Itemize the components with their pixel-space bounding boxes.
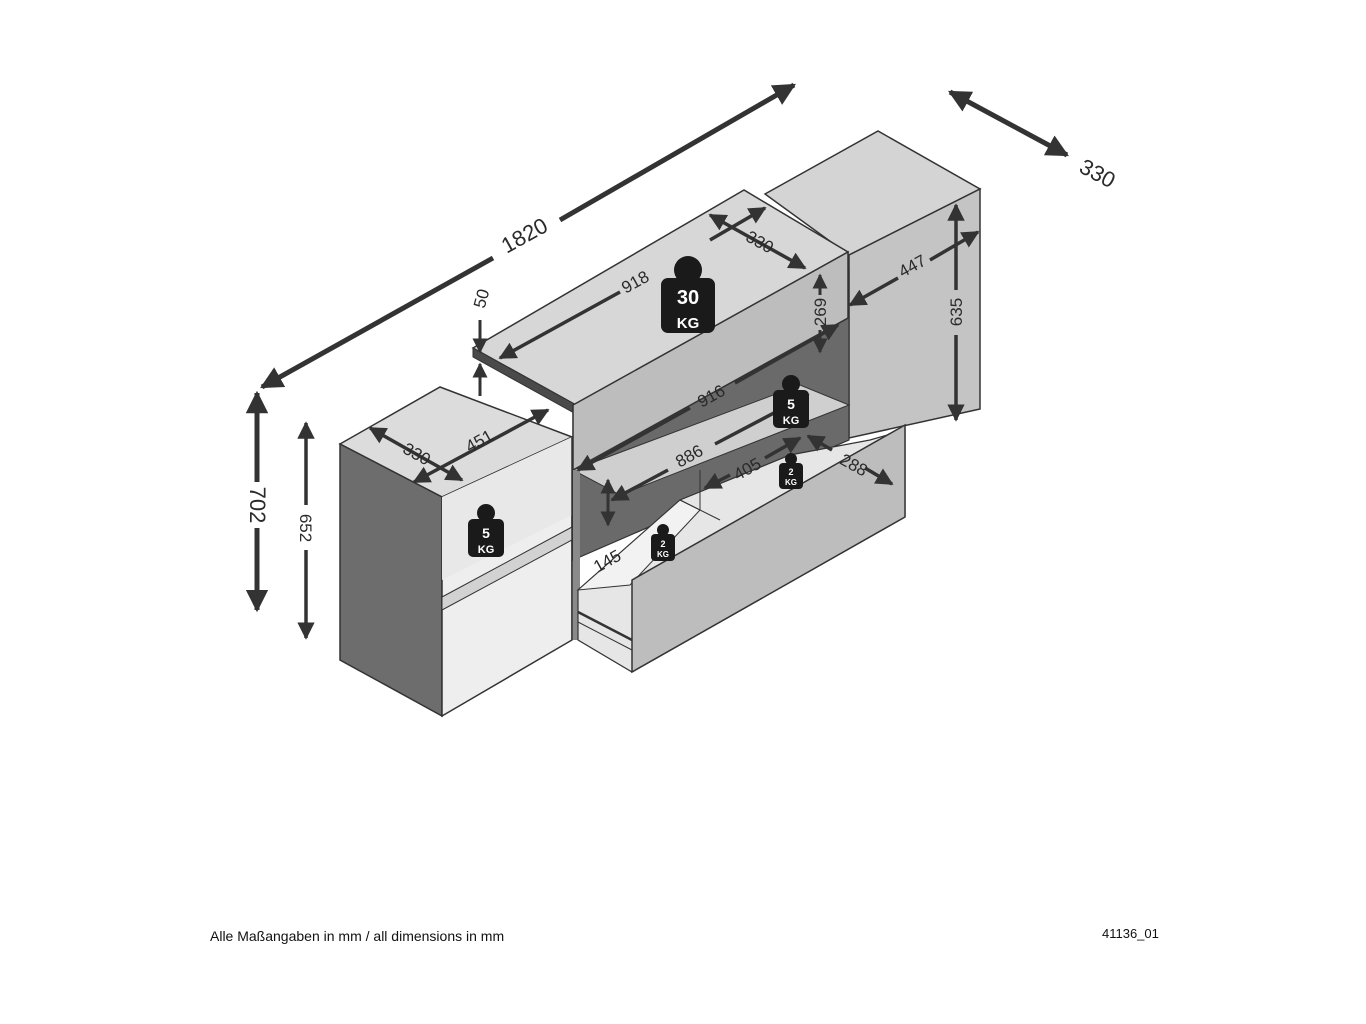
weight-top-value: 30: [677, 287, 699, 309]
weight-left-shelf-unit: KG: [478, 544, 495, 556]
weight-drawer-right-unit: KG: [785, 478, 797, 487]
center-module: [471, 189, 906, 674]
top-thickness-label: 50: [470, 287, 493, 310]
article-code: 41136_01: [1102, 926, 1159, 941]
overall-width-label: 1820: [497, 213, 552, 259]
weight-drawer-right-icon: 2 KG: [779, 453, 803, 489]
weight-center-shelf-unit: KG: [783, 415, 800, 427]
weight-left-shelf-icon: 5 KG: [468, 504, 504, 557]
upper-height-label: 269: [811, 298, 830, 326]
right-height-label: 635: [947, 298, 966, 326]
weight-drawer-left-unit: KG: [657, 550, 669, 559]
weight-drawer-left-value: 2: [660, 539, 665, 549]
dimension-lines: [245, 82, 1069, 640]
weight-top-unit: KG: [677, 315, 700, 332]
left-height-label: 652: [296, 514, 315, 542]
overall-height-label: 702: [245, 487, 270, 524]
weight-top-icon: 30 KG: [661, 256, 715, 333]
dimensions-note: Alle Maßangaben in mm / all dimensions i…: [210, 928, 505, 944]
weight-drawer-left-icon: 2 KG: [651, 524, 675, 561]
overall-depth-label: 330: [1075, 154, 1119, 193]
left-cabinet: [338, 386, 574, 718]
weight-left-shelf-value: 5: [482, 525, 490, 541]
weight-center-shelf-icon: 5 KG: [773, 375, 809, 428]
weight-drawer-right-value: 2: [788, 467, 793, 477]
weight-center-shelf-value: 5: [787, 396, 795, 412]
